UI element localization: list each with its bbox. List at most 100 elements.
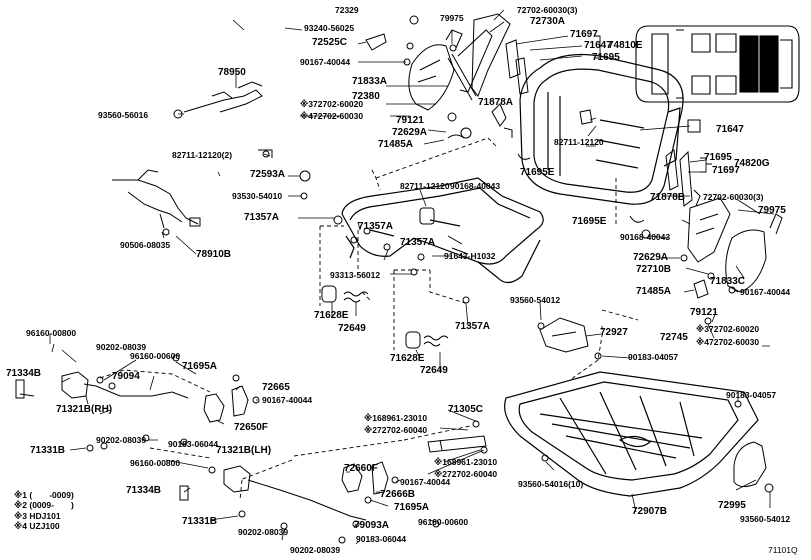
part-label[interactable]: 72649 (338, 323, 366, 334)
legend-mark: ※1 (14, 490, 27, 500)
part-label[interactable]: 90202-08039 (290, 545, 341, 555)
part-label[interactable]: 90202-08039 (96, 435, 147, 445)
part-label[interactable]: 71695A (394, 502, 430, 513)
part-label[interactable]: 72525C (312, 37, 348, 48)
part-label[interactable]: 71697 (712, 165, 740, 176)
part-label[interactable]: 72730A (530, 16, 566, 27)
part-label[interactable]: 82711-12120 (400, 181, 450, 191)
part-label[interactable]: 96160-00800 (26, 328, 77, 338)
part-label[interactable]: 96160-00800 (130, 458, 181, 468)
part-label[interactable]: 71357A (400, 237, 436, 248)
legend-text: HDJ101 (29, 510, 61, 521)
part-label[interactable]: 72745 (660, 332, 688, 343)
part-label[interactable]: 79093A (354, 520, 390, 531)
part-label[interactable]: 90167-40044 (262, 395, 313, 405)
part-label[interactable]: 71647 (716, 124, 744, 135)
part-label[interactable]: 90202-08039 (238, 527, 289, 537)
part-label[interactable]: 72665 (262, 382, 290, 393)
part-label[interactable]: 71331B (30, 445, 66, 456)
part-label[interactable]: 72702-60030 (313, 111, 364, 121)
part-label[interactable]: 72380 (352, 91, 380, 102)
part-label[interactable]: 90183-06044 (356, 534, 407, 544)
part-label[interactable]: 93240-56025 (304, 23, 355, 33)
part-label[interactable]: 91643-H1032 (444, 251, 496, 261)
part-label[interactable]: 82711-12120 (554, 137, 604, 147)
part-label[interactable]: 93560-56016 (98, 110, 149, 120)
part-label[interactable]: 90183-04057 (628, 352, 679, 362)
part-label[interactable]: 72702-60030(3) (703, 192, 764, 202)
part-label[interactable]: 72666B (380, 489, 416, 500)
part-label[interactable]: 72629A (392, 127, 428, 138)
part-label[interactable]: 90183-04057 (726, 390, 777, 400)
part-label[interactable]: 72702-60030 (709, 337, 760, 347)
part-label[interactable]: 71878A (478, 97, 514, 108)
part-label[interactable]: 71628E (390, 353, 425, 364)
part-label[interactable]: 90167-40044 (300, 57, 351, 67)
part-label[interactable]: 71695 (704, 152, 732, 163)
part-label[interactable]: 71695E (572, 216, 607, 227)
part-label[interactable]: 71357A (358, 221, 394, 232)
part-label[interactable]: 82711-12120(2) (172, 150, 233, 160)
part-label[interactable]: 71695A (182, 361, 218, 372)
part-label[interactable]: 79121 (690, 307, 718, 318)
part-label[interactable]: 72702-60040 (447, 469, 498, 479)
part-label[interactable]: 72702-60020 (313, 99, 364, 109)
part-label[interactable]: 71695 (592, 52, 620, 63)
part-label[interactable]: 93313-56012 (330, 270, 381, 280)
part-label[interactable]: 71305C (448, 404, 484, 415)
part-label[interactable]: 79975 (440, 13, 464, 23)
part-label[interactable]: 74820G (734, 158, 770, 169)
part-label[interactable]: 71697 (570, 29, 598, 40)
part-label[interactable]: 93530-54010 (232, 191, 283, 201)
part-label[interactable]: 72702-60020 (709, 324, 760, 334)
part-label[interactable]: 71357A (244, 212, 280, 223)
part-label[interactable]: 90506-08035 (120, 240, 171, 250)
part-label[interactable]: 78910B (196, 249, 232, 260)
part-label[interactable]: 90202-08039 (96, 342, 147, 352)
part-label[interactable]: 72710B (636, 264, 672, 275)
part-label[interactable]: 71485A (636, 286, 672, 297)
part-label[interactable]: 96160-00600 (130, 351, 181, 361)
part-label[interactable]: 90168-40043 (450, 181, 501, 191)
part-label[interactable]: 71833A (352, 76, 388, 87)
part-label[interactable]: 71485A (378, 139, 414, 150)
part-label[interactable]: 72593A (250, 169, 286, 180)
part-label[interactable]: 93560-54012 (510, 295, 561, 305)
part-label[interactable]: 90167-40044 (400, 477, 451, 487)
part-label[interactable]: 72660F (344, 463, 378, 474)
part-label[interactable]: 71357A (455, 321, 491, 332)
part-label[interactable]: 72927 (600, 327, 628, 338)
part-label[interactable]: 72702-60030(3) (517, 5, 578, 15)
part-label[interactable]: 71628E (314, 310, 349, 321)
part-label[interactable]: 90168-40043 (620, 232, 671, 242)
part-label[interactable]: 71331B (182, 516, 218, 527)
part-label[interactable]: 72650F (234, 422, 268, 433)
part-label[interactable]: 93560-54012 (740, 514, 791, 524)
part-label[interactable]: 72995 (718, 500, 746, 511)
part-label[interactable]: 79094 (112, 371, 140, 382)
part-label[interactable]: 71647 (584, 40, 612, 51)
part-label[interactable]: 72629A (633, 252, 669, 263)
part-label[interactable]: 71833C (710, 276, 746, 287)
part-label[interactable]: 90183-06044 (168, 439, 219, 449)
part-label[interactable]: 72649 (420, 365, 448, 376)
part-label[interactable]: 71334B (6, 368, 42, 379)
part-label[interactable]: 79975 (758, 205, 786, 216)
part-label[interactable]: 96160-00600 (418, 517, 469, 527)
part-label[interactable]: 71321B(RH) (56, 404, 113, 415)
part-label[interactable]: 71321B(LH) (216, 445, 272, 456)
part-label[interactable]: 71878B (650, 192, 686, 203)
part-label[interactable]: 71334B (126, 485, 162, 496)
part-label[interactable]: 71695E (520, 167, 555, 178)
part-label[interactable]: 72907B (632, 506, 668, 517)
part-label[interactable]: 79121 (396, 115, 424, 126)
part-label[interactable]: 68961-23010 (447, 457, 498, 467)
part-label[interactable]: 74810E (608, 40, 643, 51)
part-label[interactable]: 90167-40044 (740, 287, 791, 297)
part-label[interactable]: 93560-54016(10) (518, 479, 584, 489)
part-label[interactable]: 78950 (218, 67, 246, 78)
part-label[interactable]: 72702-60040 (377, 425, 428, 435)
part-label[interactable]: 72329 (335, 5, 359, 15)
part-label[interactable]: 68961-23010 (377, 413, 428, 423)
